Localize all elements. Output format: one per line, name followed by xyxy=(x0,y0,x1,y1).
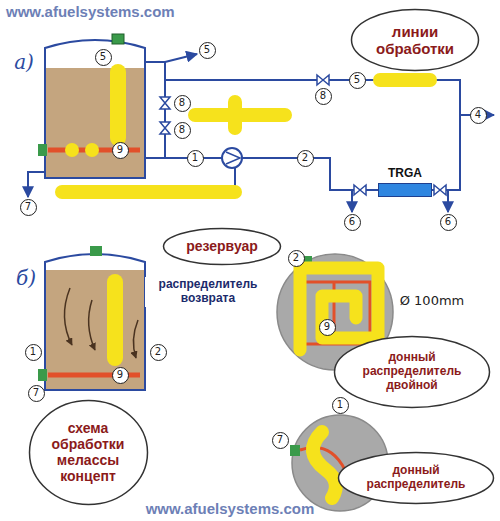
bubble-ellipse xyxy=(29,400,147,504)
part-letter: б) xyxy=(16,266,36,290)
flow-arrow xyxy=(64,288,72,345)
highlight xyxy=(110,72,126,138)
fitting xyxy=(38,144,47,156)
highlight xyxy=(62,185,235,199)
callout-number: 2 xyxy=(288,250,305,267)
dimension: Ø 100mm xyxy=(400,293,465,308)
bubble-ellipse xyxy=(335,337,490,408)
callout-number: 7 xyxy=(28,385,45,402)
highlight xyxy=(380,73,430,87)
callout-number: 9 xyxy=(112,142,129,159)
callout-number: 6 xyxy=(440,214,457,231)
pipe xyxy=(145,62,165,158)
bubble-text: линии обработки xyxy=(375,23,456,58)
instrument-label: TRGA xyxy=(378,167,432,181)
pipework xyxy=(28,54,494,212)
speech-bubble: донный распределитель двойной xyxy=(333,335,491,409)
tank-wall xyxy=(45,40,145,178)
highlight xyxy=(62,80,430,192)
callout-number: 5 xyxy=(95,49,112,66)
callout-number: 2 xyxy=(297,150,314,167)
bubble-text-block: донный распределитель xyxy=(366,464,467,492)
watermark: www.afuelsystems.com xyxy=(6,3,175,20)
bubble-text: донный распределитель двойной xyxy=(362,351,463,392)
instrument-body xyxy=(378,183,432,197)
bubble-text: донный распределитель xyxy=(366,464,467,492)
liquid xyxy=(46,68,144,177)
callout-number: 2 xyxy=(150,344,167,361)
callout-number: 7 xyxy=(20,199,37,216)
nozzle xyxy=(112,34,124,44)
highlight xyxy=(300,268,378,350)
fitting xyxy=(38,369,47,381)
callout-number: 8 xyxy=(174,122,191,139)
callout-number: 9 xyxy=(112,367,129,384)
flow-arrow xyxy=(89,300,95,350)
bubble-text-block: схема обработки мелассы концепт xyxy=(51,420,126,484)
callout-number: 7 xyxy=(272,432,289,449)
pipe xyxy=(165,54,197,62)
callout-number: 8 xyxy=(315,88,332,105)
tank-b xyxy=(38,246,145,390)
part-letter: а) xyxy=(14,50,34,74)
liquid xyxy=(46,270,144,389)
tank-wall xyxy=(45,254,145,390)
valve-symbol xyxy=(434,185,446,195)
nozzle xyxy=(90,246,102,256)
callout-number: 1 xyxy=(332,397,349,414)
callout-number: 5 xyxy=(349,72,366,89)
pipe xyxy=(145,115,494,190)
valve-symbol xyxy=(317,75,329,85)
bubble-ellipse xyxy=(352,10,479,71)
bubble-ellipse xyxy=(339,453,494,504)
speech-bubble: резервуар xyxy=(162,227,282,266)
pipe xyxy=(28,172,45,197)
valves xyxy=(160,75,446,195)
callout-number: 5 xyxy=(199,42,216,59)
bubble-text-block: резервуар xyxy=(185,238,259,254)
callout-number: 4 xyxy=(470,107,487,124)
valve-symbol xyxy=(160,122,170,134)
flow-arrow xyxy=(133,320,138,358)
instrument-box: TRGA xyxy=(378,167,432,197)
callout-number: 6 xyxy=(344,214,361,231)
tank-a xyxy=(38,34,145,178)
pump-symbol xyxy=(222,148,242,168)
callout-number: 9 xyxy=(319,319,336,336)
highlight xyxy=(313,432,336,498)
pump-body xyxy=(222,148,242,168)
bubble-text: резервуар xyxy=(185,238,259,254)
callout-number: 1 xyxy=(25,344,42,361)
bubble-text-block: линии обработки xyxy=(375,23,456,58)
bubble-ellipse xyxy=(164,228,281,264)
speech-bubble: схема обработки мелассы концепт xyxy=(28,399,149,506)
highlight xyxy=(107,282,123,358)
part-note: распределитель возврата xyxy=(145,277,271,307)
valve-symbol xyxy=(354,185,366,195)
callout-number: 1 xyxy=(187,150,204,167)
highlight xyxy=(85,143,99,157)
bubble-text: схема обработки мелассы концепт xyxy=(51,420,126,484)
pump-mark xyxy=(226,152,240,164)
nozzle xyxy=(290,445,300,456)
pipe xyxy=(62,168,235,192)
highlight xyxy=(195,102,285,128)
highlight xyxy=(65,143,79,157)
bubble-text-block: донный распределитель двойной xyxy=(362,351,463,392)
valve-symbol xyxy=(160,97,170,109)
watermark: www.afuelsystems.com xyxy=(146,500,315,517)
speech-bubble: донный распределитель xyxy=(337,451,495,505)
callout-number: 8 xyxy=(174,95,191,112)
speech-bubble: линии обработки xyxy=(350,8,480,72)
pipe xyxy=(351,190,353,212)
pipe xyxy=(447,190,449,212)
